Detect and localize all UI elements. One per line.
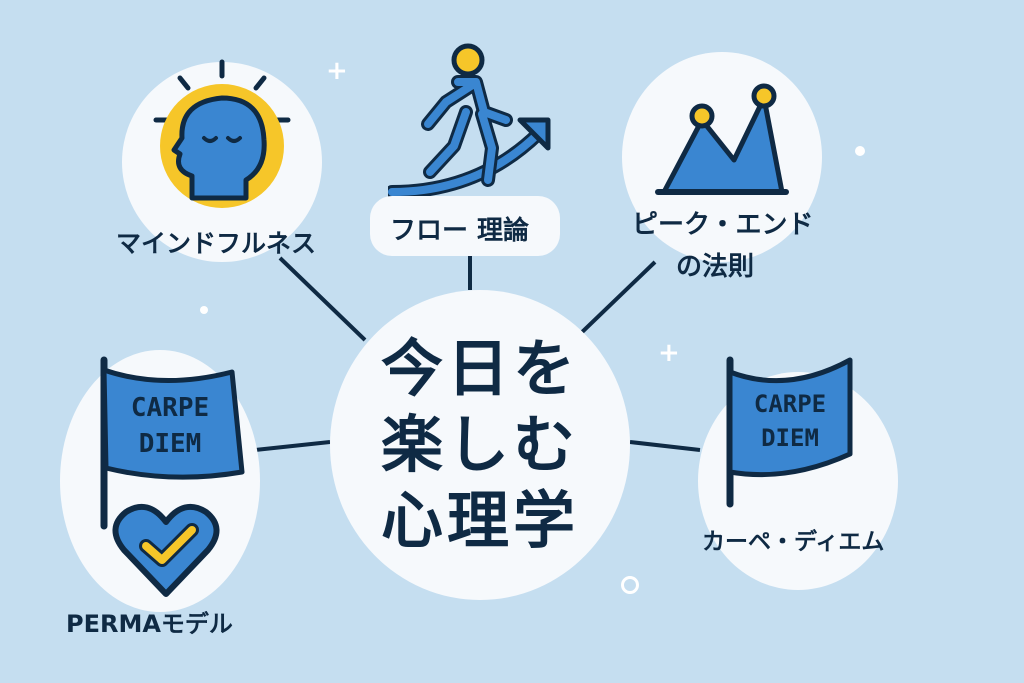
climbing-person-icon	[388, 43, 551, 199]
meditating-head-icon	[153, 59, 291, 208]
flag-text-line1: CARPE	[131, 393, 209, 423]
sparkle-decoration: +	[326, 56, 348, 86]
flow-label-pill	[370, 196, 560, 256]
flag-text-line1: CARPE	[754, 390, 826, 418]
flag-text-line2: DIEM	[761, 424, 819, 452]
dot-decoration	[855, 146, 865, 156]
connector-peak-end	[576, 260, 657, 338]
center-title-line1: 今日を	[380, 332, 579, 405]
flag-heart-icon: CARPE DIEM	[100, 356, 245, 597]
dot-decoration	[200, 306, 208, 314]
flag-icon: CARPE DIEM	[726, 356, 853, 508]
ring-decoration	[621, 576, 639, 594]
flow-label: フロー 理論	[390, 216, 530, 246]
center-title-line3: 心理学	[380, 484, 579, 557]
peak-end-label-line1: ピーク・エンド	[632, 210, 814, 240]
connector-mindfulness	[278, 256, 367, 342]
carpe-diem-label: カーペ・ディエム	[702, 529, 885, 555]
peak-end-label-line2: の法則	[676, 252, 755, 282]
center-title-line2: 楽しむ	[380, 408, 579, 481]
flag-text-line2: DIEM	[139, 429, 202, 459]
connector-carpe-diem	[629, 440, 701, 452]
perma-label: PERMAモデル	[66, 610, 233, 638]
center-topic: 今日を 楽しむ 心理学	[330, 290, 630, 600]
mindfulness-label: マインドフルネス	[116, 229, 317, 258]
peak-graph-icon	[655, 83, 789, 195]
connector-perma	[254, 440, 331, 452]
sparkle-decoration: +	[658, 338, 680, 368]
